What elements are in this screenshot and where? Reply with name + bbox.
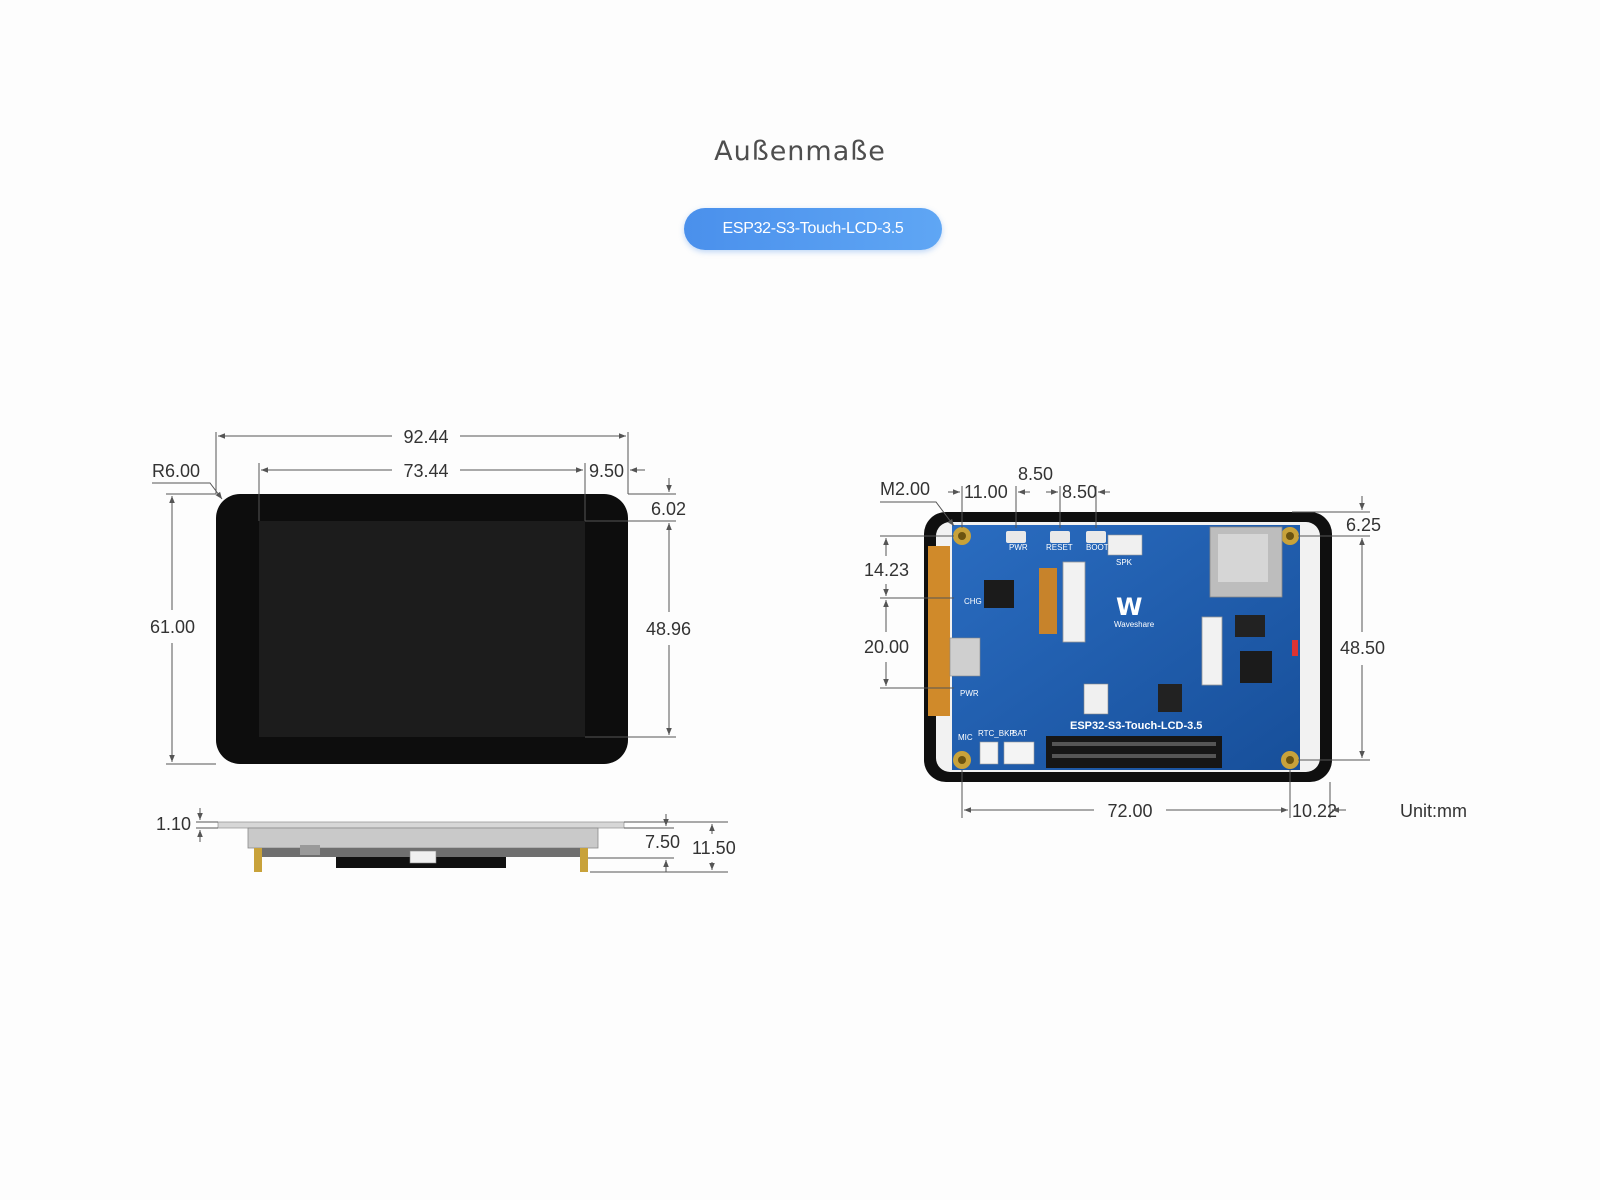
dim-connector-offset: 14.23 xyxy=(864,560,909,580)
svg-text:PWR: PWR xyxy=(960,689,979,698)
chip xyxy=(984,580,1014,608)
dim-active-height: 48.96 xyxy=(646,619,691,639)
gpio-header xyxy=(1046,736,1222,768)
ffc-connector-2 xyxy=(1201,616,1223,686)
dim-corner-radius: R6.00 xyxy=(152,461,200,481)
svg-text:BOOT: BOOT xyxy=(1086,543,1109,552)
dim-button-pitch-1: 8.50 xyxy=(1018,464,1053,484)
dim-right-border: 9.50 xyxy=(589,461,624,481)
svg-text:Waveshare: Waveshare xyxy=(1114,620,1155,629)
svg-text:PWR: PWR xyxy=(1009,543,1028,552)
usb-c-port xyxy=(949,637,981,677)
dim-connector-spacing: 20.00 xyxy=(864,637,909,657)
dim-front-height: 61.00 xyxy=(150,617,195,637)
brand-logo: W xyxy=(1116,593,1142,621)
side-standoff-left xyxy=(254,848,262,872)
side-glass xyxy=(217,821,625,829)
front-screen xyxy=(259,521,585,737)
svg-text:RESET: RESET xyxy=(1046,543,1073,552)
front-view: 92.44 73.44 9.50 R6.00 6.02 48.96 61.00 xyxy=(150,427,691,765)
svg-text:RTC_BKP: RTC_BKP xyxy=(978,729,1015,738)
svg-text:BAT: BAT xyxy=(1012,729,1027,738)
dim-glass-thickness: 1.10 xyxy=(156,814,191,834)
svg-text:SPK: SPK xyxy=(1116,558,1133,567)
dim-hole-offset-top: 6.25 xyxy=(1346,515,1381,535)
dim-total-thickness: 11.50 xyxy=(692,838,736,858)
mounting-holes xyxy=(953,527,1299,769)
unit-label: Unit:mm xyxy=(1400,801,1467,821)
fpc-connector xyxy=(1039,568,1057,634)
page-title: Außenmaße xyxy=(714,136,886,167)
fpc-strip xyxy=(928,546,950,716)
svg-text:MIC: MIC xyxy=(958,733,973,742)
board-label: ESP32-S3-Touch-LCD-3.5 xyxy=(1070,720,1202,732)
dim-hole-spacing-y: 48.50 xyxy=(1340,638,1385,658)
dim-top-border: 6.02 xyxy=(651,499,686,519)
dim-active-width: 73.44 xyxy=(403,461,448,481)
dim-front-width: 92.44 xyxy=(403,427,448,447)
dim-hole-offset-x: 11.00 xyxy=(964,482,1008,502)
dim-button-pitch-2: 8.50 xyxy=(1062,482,1097,502)
model-badge[interactable]: ESP32-S3-Touch-LCD-3.5 xyxy=(684,208,942,250)
side-standoff-right xyxy=(580,848,588,872)
dim-hole-offset-right: 10.22 xyxy=(1292,801,1337,821)
dim-hole-spacing-x: 72.00 xyxy=(1107,801,1152,821)
side-view: 1.10 7.50 11.50 xyxy=(156,808,736,873)
dim-board-height: 7.50 xyxy=(645,832,680,852)
dim-hole-size: M2.00 xyxy=(880,479,930,499)
spk-connector xyxy=(1107,534,1143,556)
ffc-connector xyxy=(1062,561,1086,643)
svg-text:CHG: CHG xyxy=(964,597,982,606)
buttons: PWR RESET BOOT xyxy=(1006,531,1109,552)
back-view: PWR RESET BOOT SPK CHG PWR W Waveshare E… xyxy=(864,464,1385,821)
